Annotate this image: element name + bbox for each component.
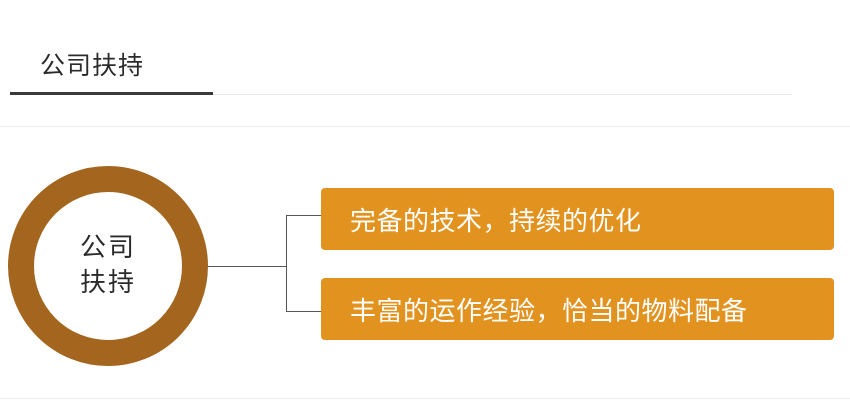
connector-line-main [208, 266, 286, 267]
section-tab-title[interactable]: 公司扶持 [40, 51, 145, 80]
connector-line-bottom [286, 311, 321, 312]
ring-center-label: 公司 扶持 [8, 166, 208, 366]
connector-line-top [286, 215, 321, 216]
content-bottom-divider [0, 398, 850, 399]
connector-line-vertical [286, 215, 287, 312]
ring-label-line2: 扶持 [79, 268, 136, 298]
active-tab-underline [10, 92, 213, 95]
feature-label-experience: 丰富的运作经验，恰当的物料配备 [350, 296, 748, 327]
ring-label-line1: 公司 [79, 233, 136, 263]
feature-box-technology: 完备的技术，持续的优化 [321, 188, 834, 250]
content-top-divider [0, 126, 850, 127]
feature-box-experience: 丰富的运作经验，恰当的物料配备 [321, 278, 834, 340]
feature-label-technology: 完备的技术，持续的优化 [350, 206, 642, 237]
tab-bar-divider [213, 94, 792, 95]
